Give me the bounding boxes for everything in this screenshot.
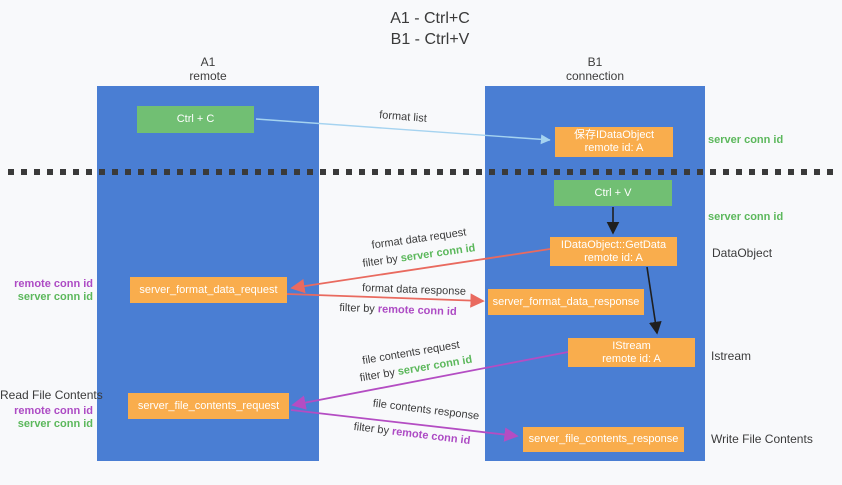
label-format-list: format list xyxy=(378,109,428,125)
label-filter-by-prefix: filter by xyxy=(339,301,379,316)
node-server-format-data-response-label: server_format_data_response xyxy=(492,295,640,308)
label-remote-conn-id-left-top: remote conn id xyxy=(14,278,93,290)
left-conn-id-stack-top: remote conn id server conn id xyxy=(0,278,93,304)
label-filter-by-prefix: filter by xyxy=(353,420,393,438)
page-title: A1 - Ctrl+C B1 - Ctrl+V xyxy=(330,8,530,50)
label-file-contents-response-filter: filter by remote conn id xyxy=(332,418,492,449)
column-b1-id: B1 xyxy=(587,55,603,69)
node-ctrl-c: Ctrl + C xyxy=(137,106,254,133)
node-idataobject-getdata-line2: remote id: A xyxy=(584,251,643,264)
label-read-file-contents: Read File Contents xyxy=(0,388,103,402)
machine-boundary-dotted-line xyxy=(8,169,836,175)
label-istream: Istream xyxy=(711,349,752,363)
node-ctrl-v: Ctrl + V xyxy=(554,180,672,206)
label-dataobject: DataObject xyxy=(712,246,773,260)
node-istream-line2: remote id: A xyxy=(602,352,661,365)
node-server-format-data-request-label: server_format_data_request xyxy=(139,283,278,296)
node-idataobject-getdata: IDataObject::GetData remote id: A xyxy=(550,237,677,266)
label-server-conn-id-left-top: server conn id xyxy=(17,291,93,303)
label-file-contents-response: file contents response xyxy=(372,397,480,423)
label-server-conn-id-top-right: server conn id xyxy=(708,134,784,146)
node-server-file-contents-request: server_file_contents_request xyxy=(128,393,289,419)
node-istream-line1: IStream xyxy=(612,339,651,352)
node-save-idataobject-line1: 保存IDataObject xyxy=(573,129,655,141)
node-server-format-data-response: server_format_data_response xyxy=(488,289,644,315)
title-line-1: A1 - Ctrl+C xyxy=(390,10,470,27)
label-remote-conn-id-key: remote conn id xyxy=(391,425,471,448)
column-a1-id: A1 xyxy=(200,55,216,69)
label-server-conn-id-mid-right: server conn id xyxy=(708,211,784,223)
node-server-format-data-request: server_format_data_request xyxy=(130,277,287,303)
label-filter-by-prefix: filter by xyxy=(361,252,402,270)
label-filter-by-prefix: filter by xyxy=(358,366,399,385)
label-server-conn-id-left-bottom: server conn id xyxy=(17,418,93,430)
label-write-file-contents: Write File Contents xyxy=(711,432,813,446)
node-istream: IStream remote id: A xyxy=(568,338,695,367)
left-conn-id-stack-bottom: remote conn id server conn id xyxy=(0,405,93,431)
node-server-file-contents-response: server_file_contents_response xyxy=(523,427,684,452)
label-format-data-response: format data response xyxy=(361,282,467,298)
node-save-idataobject-line2: remote id: A xyxy=(584,142,644,154)
column-b1-name: connection xyxy=(565,69,625,83)
node-idataobject-getdata-line1: IDataObject::GetData xyxy=(560,238,667,251)
node-ctrl-v-label: Ctrl + V xyxy=(594,186,632,199)
node-ctrl-c-label: Ctrl + C xyxy=(176,113,215,125)
title-line-2: B1 - Ctrl+V xyxy=(390,31,470,48)
node-server-file-contents-response-label: server_file_contents_response xyxy=(528,433,679,445)
node-save-idataobject: 保存IDataObject remote id: A xyxy=(555,127,673,157)
column-header-a1: A1 remote xyxy=(97,55,319,83)
label-format-data-response-filter: filter by remote conn id xyxy=(318,301,478,319)
label-remote-conn-id-left-bottom: remote conn id xyxy=(14,405,93,417)
column-a1-name: remote xyxy=(189,69,227,83)
column-header-b1: B1 connection xyxy=(485,55,705,83)
node-server-file-contents-request-label: server_file_contents_request xyxy=(137,399,280,412)
label-remote-conn-id-key: remote conn id xyxy=(377,303,457,319)
